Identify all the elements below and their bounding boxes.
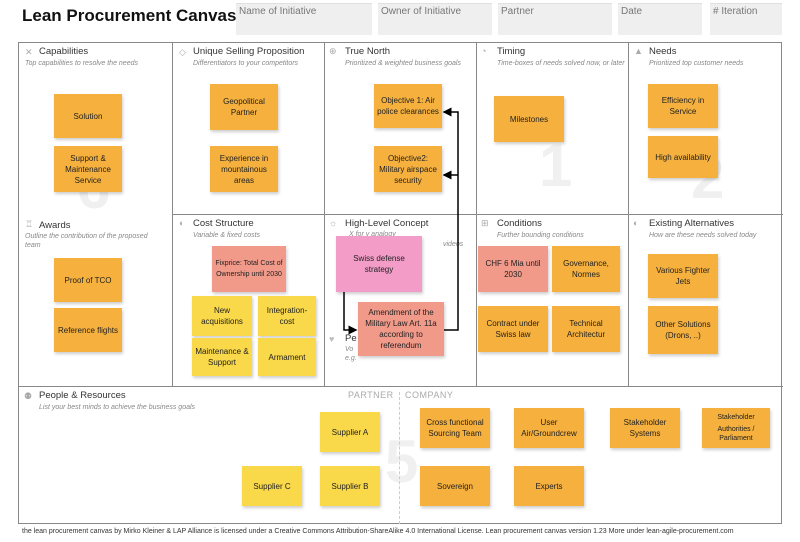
- sticky-note-fighter-jets[interactable]: Various Fighter Jets: [648, 254, 718, 298]
- capabilities-subtitle: Top capabilities to resolve the needs: [25, 60, 138, 67]
- timing-title: Timing: [497, 46, 526, 57]
- sticky-note-objective-1[interactable]: Objective 1: Air police clearances: [374, 84, 442, 128]
- iteration-field[interactable]: # Iteration: [710, 3, 782, 35]
- peer-subtitle-2: e.g.: [345, 355, 357, 362]
- peer-title: Pe: [345, 333, 357, 344]
- sticky-note-experience[interactable]: Experience in mountainous areas: [210, 146, 278, 192]
- cost-title: Cost Structure: [193, 218, 254, 229]
- clock-icon: ◔: [481, 46, 487, 56]
- trophy-icon: ♖: [25, 219, 34, 229]
- people-subtitle: List your best minds to achieve the busi…: [39, 404, 196, 411]
- needs-title: Needs: [649, 46, 677, 57]
- sticky-note-integration-cost[interactable]: Integration-cost: [258, 296, 316, 336]
- sticky-note-other-solutions[interactable]: Other Solutions (Drons, ..): [648, 306, 718, 354]
- sticky-note-amendment[interactable]: Amendment of the Military Law Art. 11a a…: [358, 302, 444, 356]
- section-number: 5: [385, 428, 419, 495]
- sticky-note-support[interactable]: Support & Maintenance Service: [54, 146, 122, 192]
- bulb-icon: ◐: [633, 218, 639, 228]
- sticky-note-maintenance[interactable]: Maintenance & Support: [192, 338, 252, 376]
- stakeholder-body: Authorities / Parliament: [717, 426, 755, 442]
- usp-subtitle: Differentiators to your competitors: [193, 60, 299, 67]
- sticky-note-efficiency[interactable]: Efficiency in Service: [648, 84, 718, 128]
- people-icon: ⚉: [24, 391, 33, 401]
- capabilities-title: Capabilities: [39, 46, 89, 57]
- sticky-note-geopolitical[interactable]: Geopolitical Partner: [210, 84, 278, 130]
- stakeholder-title: Stakeholder: [717, 414, 755, 421]
- sticky-note-new-acquisitions[interactable]: New acquisitions: [192, 296, 252, 336]
- lightbulb-icon: ☼: [329, 218, 338, 228]
- sticky-note-contract[interactable]: Contract under Swiss law: [478, 306, 548, 352]
- section-number: 1: [539, 132, 573, 199]
- concept-subtitle-2: videos: [443, 241, 464, 248]
- partner-label: PARTNER: [348, 390, 394, 400]
- conditions-subtitle: Further bounding conditions: [497, 232, 584, 239]
- usp-title: Unique Selling Proposition: [193, 46, 305, 57]
- diamond-icon: ◇: [179, 47, 186, 57]
- conditions-icon: ⊞: [481, 218, 489, 228]
- sticky-note-solution[interactable]: Solution: [54, 94, 122, 138]
- initiative-owner-field[interactable]: Owner of Initiative: [378, 3, 492, 35]
- alternatives-cell: ◐ Existing Alternatives How are these ne…: [629, 215, 783, 387]
- awards-title: Awards: [39, 220, 71, 231]
- sticky-note-sourcing-team[interactable]: Cross functional Sourcing Team: [420, 408, 490, 448]
- usp-cell: ◇ Unique Selling Proposition Differentia…: [173, 43, 325, 215]
- cost-cell: ◖ Cost Structure Variable & fixed costs: [173, 215, 325, 387]
- sticky-note-experts[interactable]: Experts: [514, 466, 584, 506]
- needs-subtitle: Prioritized top customer needs: [649, 60, 744, 67]
- true-north-subtitle: Prioritized & weighted business goals: [345, 60, 461, 67]
- timing-cell: ◔ Timing Time-boxes of needs solved now,…: [477, 43, 629, 215]
- heart-icon: ♥: [329, 334, 335, 344]
- needs-cell: ▲ Needs Prioritized top customer needs 2: [629, 43, 783, 215]
- flask-icon: ▲: [634, 46, 643, 56]
- concept-title: High-Level Concept: [345, 218, 429, 229]
- partner-company-divider: [399, 392, 400, 524]
- peer-subtitle: Vo: [345, 346, 354, 353]
- sticky-note-supplier-a[interactable]: Supplier A: [320, 412, 380, 452]
- sticky-note-availability[interactable]: High availability: [648, 136, 718, 178]
- conditions-cell: ⊞ Conditions Further bounding conditions: [477, 215, 629, 387]
- sticky-note-supplier-b[interactable]: Supplier B: [320, 466, 380, 506]
- people-cell: ⚉ People & Resources List your best mind…: [19, 387, 783, 525]
- sticky-note-fixprice[interactable]: Fixprice: Total Cost of Ownership until …: [212, 246, 286, 292]
- sticky-note-objective-2[interactable]: Objective2: Military airspace security: [374, 146, 442, 192]
- true-north-cell: ⊕ True North Prioritized & weighted busi…: [325, 43, 477, 215]
- sticky-note-chf[interactable]: CHF 6 Mia until 2030: [478, 246, 548, 292]
- sticky-note-sovereign[interactable]: Sovereign: [420, 466, 490, 506]
- license-footer: the lean procurement canvas by Mirko Kle…: [22, 528, 734, 535]
- sticky-note-tco[interactable]: Proof of TCO: [54, 258, 122, 302]
- sticky-note-user[interactable]: User Air/Groundcrew: [514, 408, 584, 448]
- piggy-bank-icon: ◖: [178, 218, 184, 228]
- sticky-note-reference-flights[interactable]: Reference flights: [54, 308, 122, 352]
- date-field[interactable]: Date: [618, 3, 702, 35]
- partner-field[interactable]: Partner: [498, 3, 612, 35]
- canvas-title: Lean Procurement Canvas: [22, 6, 237, 25]
- alternatives-subtitle: How are these needs solved today: [649, 232, 757, 239]
- true-north-title: True North: [345, 46, 391, 57]
- alternatives-title: Existing Alternatives: [649, 218, 735, 229]
- tools-icon: ✕: [25, 47, 33, 57]
- awards-subtitle: Outline the contribution of the proposed…: [25, 233, 148, 249]
- sticky-note-governance[interactable]: Governance, Normes: [552, 246, 620, 292]
- sticky-note-armament[interactable]: Armament: [258, 338, 316, 376]
- timing-subtitle: Time-boxes of needs solved now, or later: [497, 60, 625, 67]
- compass-icon: ⊕: [329, 46, 337, 56]
- conditions-title: Conditions: [497, 218, 542, 229]
- cost-subtitle: Variable & fixed costs: [193, 232, 261, 239]
- people-title: People & Resources: [39, 390, 126, 401]
- company-label: COMPANY: [405, 390, 454, 400]
- sticky-note-stakeholder-systems[interactable]: Stakeholder Systems: [610, 408, 680, 448]
- sticky-note-milestones[interactable]: Milestones: [494, 96, 564, 142]
- sticky-note-technical[interactable]: Technical Architectur: [552, 306, 620, 352]
- concept-subtitle: X for y analogy: [349, 231, 396, 238]
- sticky-note-stakeholder-authorities[interactable]: Stakeholder Authorities / Parliament: [702, 408, 770, 448]
- initiative-name-field[interactable]: Name of Initiative: [236, 3, 372, 35]
- sticky-note-defense-strategy[interactable]: Swiss defense strategy: [336, 236, 422, 292]
- sticky-note-supplier-c[interactable]: Supplier C: [242, 466, 302, 506]
